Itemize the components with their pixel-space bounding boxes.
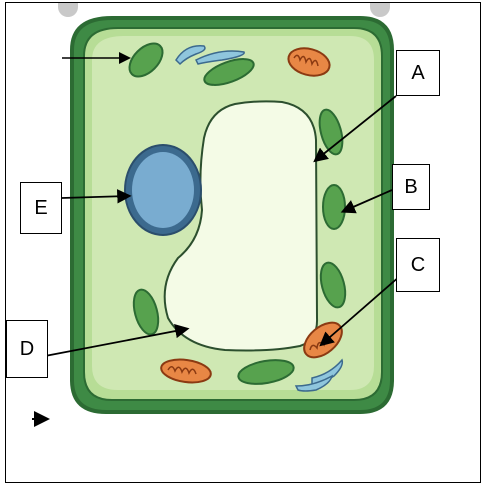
nucleus xyxy=(132,152,194,228)
label-d: D xyxy=(6,320,48,378)
label-c: C xyxy=(396,238,440,292)
label-a: A xyxy=(396,50,440,96)
label-b: B xyxy=(392,164,430,210)
chloroplast xyxy=(323,185,345,229)
label-e: E xyxy=(20,182,62,234)
